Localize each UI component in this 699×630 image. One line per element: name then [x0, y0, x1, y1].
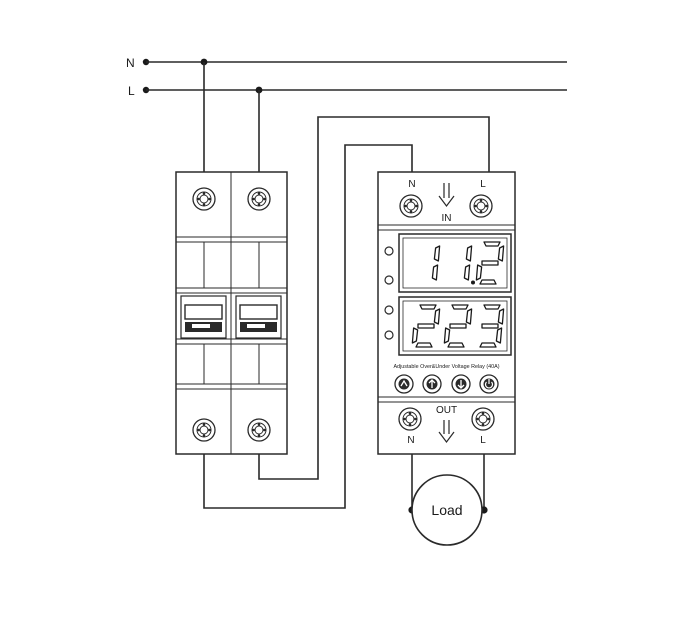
- product-caption: Adjustable Over&Under Voltage Relay (40A…: [393, 364, 499, 370]
- display-segment: [479, 279, 497, 285]
- display-segment: [417, 323, 435, 329]
- display-segment: [483, 241, 501, 247]
- down-button[interactable]: [451, 374, 471, 394]
- display-segment: [465, 245, 473, 262]
- voltage-relay: N L IN Adjustable Over&Under Voltage Rel…: [377, 171, 516, 455]
- current-display-frame: [398, 233, 512, 293]
- display-decimal-point: [471, 280, 475, 285]
- display-segment: [419, 304, 437, 310]
- display-segment: [495, 327, 503, 344]
- indicator-led: [384, 305, 394, 315]
- out-terminal-screw-icon: [471, 407, 495, 431]
- power-icon: [483, 378, 495, 390]
- display-segment: [475, 264, 483, 281]
- display-segment: [483, 304, 501, 310]
- set-button[interactable]: [394, 374, 414, 394]
- display-segment: [481, 260, 499, 266]
- wires: [200, 58, 490, 514]
- in-terminal-screw-icon: [469, 194, 493, 218]
- voltage-display: [411, 304, 505, 348]
- indicator-led: [384, 275, 394, 285]
- in-label: IN: [442, 213, 452, 224]
- breaker-terminal-screw-icon: [192, 418, 216, 442]
- live-line-label: L: [128, 84, 135, 98]
- neutral-line: N: [126, 56, 567, 70]
- breaker-terminal-screw-icon: [192, 187, 216, 211]
- display-segment: [497, 245, 505, 262]
- out-arrow-down-icon: [438, 420, 455, 443]
- indicator-led: [384, 246, 394, 256]
- out-label: OUT: [436, 405, 457, 416]
- in-arrow-down-icon: [438, 183, 455, 207]
- display-segment: [497, 308, 505, 325]
- out-terminal-l-label: L: [480, 435, 486, 446]
- display-segment: [465, 308, 473, 325]
- display-segment: [433, 245, 441, 262]
- in-terminal-l-label: L: [480, 179, 486, 190]
- out-terminal-screw-icon: [398, 407, 422, 431]
- circuit-breaker: [175, 171, 288, 455]
- display-segment: [415, 342, 433, 348]
- display-segment: [481, 323, 499, 329]
- out-terminal-n-label: N: [407, 435, 414, 446]
- load-label: Load: [431, 502, 462, 518]
- set-icon: [398, 378, 410, 390]
- up-button[interactable]: [422, 374, 442, 394]
- display-segment: [479, 342, 497, 348]
- breaker-terminal-screw-icon: [247, 418, 271, 442]
- display-segment: [447, 342, 465, 348]
- breaker-toggle-right[interactable]: [235, 295, 282, 339]
- display-segment: [433, 308, 441, 325]
- arrow-down-icon: [455, 378, 467, 390]
- display-segment: [431, 264, 439, 281]
- arrow-up-icon: [426, 378, 438, 390]
- load: Load: [411, 474, 483, 546]
- in-terminal-screw-icon: [399, 194, 423, 218]
- display-segment: [443, 327, 451, 344]
- neutral-line-label: N: [126, 56, 135, 70]
- live-line: L: [128, 84, 567, 98]
- display-segment: [463, 264, 471, 281]
- display-segment: [449, 323, 467, 329]
- breaker-terminal-screw-icon: [247, 187, 271, 211]
- current-display: [431, 241, 505, 285]
- display-segment: [451, 304, 469, 310]
- in-terminal-n-label: N: [408, 179, 415, 190]
- display-segment: [411, 327, 419, 344]
- indicator-led: [384, 330, 394, 340]
- breaker-toggle-left[interactable]: [180, 295, 227, 339]
- power-button[interactable]: [479, 374, 499, 394]
